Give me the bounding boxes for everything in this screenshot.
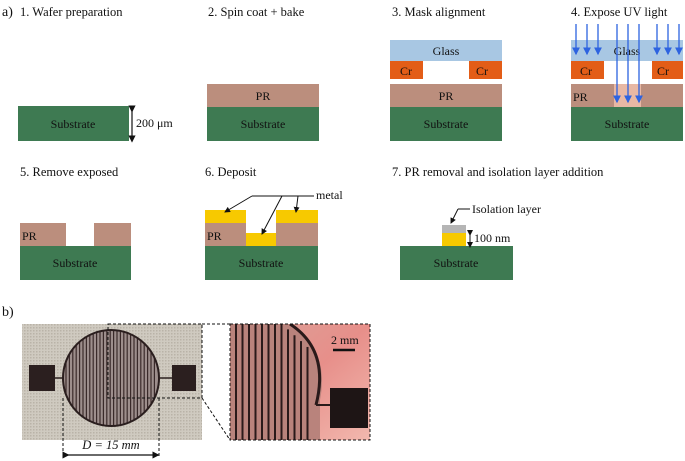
step-1-title: 1. Wafer preparation bbox=[20, 5, 123, 19]
substrate-label: Substrate bbox=[605, 117, 650, 131]
step-1: 1. Wafer preparation Substrate 200 μm bbox=[18, 5, 173, 143]
step-5: 5. Remove exposed PR Substrate bbox=[20, 165, 131, 280]
step-6-title: 6. Deposit bbox=[205, 165, 257, 179]
substrate-label: Substrate bbox=[241, 117, 286, 131]
cr-mask-left bbox=[390, 61, 423, 79]
pr-label: PR bbox=[207, 229, 222, 243]
cr-label-left: Cr bbox=[580, 64, 592, 78]
pr-layer bbox=[390, 84, 502, 107]
substrate-layer bbox=[400, 246, 513, 280]
cr-label-right: Cr bbox=[657, 64, 669, 78]
glass-label: Glass bbox=[614, 44, 641, 58]
metal-pointer-right bbox=[293, 195, 300, 213]
cr-label-right: Cr bbox=[476, 64, 488, 78]
metal-label: metal bbox=[316, 188, 343, 202]
cr-mask-right bbox=[652, 61, 683, 79]
panel-a-label: a) bbox=[2, 5, 13, 20]
zoom-connector-bottom bbox=[201, 397, 231, 441]
zoomed-photo: 2 mm bbox=[230, 324, 370, 440]
metal-layer-right bbox=[276, 210, 318, 223]
step-6: 6. Deposit PR Substrate metal bbox=[205, 165, 343, 280]
contact-pad-left bbox=[29, 365, 55, 391]
pr-label: PR bbox=[256, 89, 271, 103]
step-7: 7. PR removal and isolation layer additi… bbox=[392, 165, 604, 280]
scale-bar-label: 2 mm bbox=[331, 333, 359, 347]
substrate-layer bbox=[205, 246, 318, 280]
diameter-label: D = 15 mm bbox=[81, 438, 139, 452]
metal-electrode bbox=[442, 233, 466, 246]
metal-layer-left bbox=[205, 210, 246, 223]
step-7-title: 7. PR removal and isolation layer additi… bbox=[392, 165, 604, 179]
step-3-title: 3. Mask alignment bbox=[392, 5, 486, 19]
thickness-label: 100 nm bbox=[474, 231, 511, 245]
zoom-electrode-ring bbox=[289, 324, 322, 406]
thickness-label: 200 μm bbox=[136, 116, 173, 130]
cr-mask-left bbox=[571, 61, 604, 79]
pr-layer-right bbox=[276, 223, 318, 246]
substrate-layer bbox=[207, 107, 319, 141]
zoom-frame bbox=[229, 323, 371, 441]
uv-arrows bbox=[572, 24, 683, 104]
contact-pad-right bbox=[172, 365, 196, 391]
substrate-label: Substrate bbox=[424, 117, 469, 131]
substrate-label: Substrate bbox=[53, 256, 98, 270]
step-2: 2. Spin coat + bake PR Substrate bbox=[207, 5, 319, 141]
glass-layer bbox=[390, 40, 502, 61]
pr-layer bbox=[207, 84, 319, 107]
substrate-layer bbox=[20, 246, 131, 280]
isolation-layer bbox=[442, 225, 466, 233]
pr-label: PR bbox=[439, 89, 454, 103]
metal-pointer-left bbox=[224, 195, 253, 213]
zoom-contact-pad bbox=[330, 388, 368, 428]
pr-layer-right bbox=[94, 223, 131, 246]
step-4-title: 4. Expose UV light bbox=[571, 5, 668, 19]
isolation-label: Isolation layer bbox=[472, 202, 541, 216]
zoom-region-box bbox=[107, 323, 203, 399]
substrate-label: Substrate bbox=[434, 256, 479, 270]
glass-label: Glass bbox=[433, 44, 460, 58]
glass-layer bbox=[571, 40, 683, 61]
substrate-layer bbox=[571, 107, 683, 141]
isolation-pointer bbox=[450, 208, 459, 224]
cr-label-left: Cr bbox=[400, 64, 412, 78]
pr-layer-left bbox=[205, 223, 246, 246]
metal-pointer-trench bbox=[261, 195, 283, 235]
pr-label: PR bbox=[22, 229, 37, 243]
cr-mask-right bbox=[469, 61, 502, 79]
step-4: 4. Expose UV light Glass Cr Cr PR Substr… bbox=[571, 5, 683, 141]
substrate-label: Substrate bbox=[239, 256, 284, 270]
pr-layer-left bbox=[20, 223, 66, 246]
step-2-title: 2. Spin coat + bake bbox=[208, 5, 305, 19]
panel-b-label: b) bbox=[2, 305, 14, 320]
substrate-layer bbox=[18, 106, 129, 141]
step-3: 3. Mask alignment Glass Cr Cr PR Substra… bbox=[390, 5, 502, 141]
pr-label: PR bbox=[573, 90, 588, 104]
substrate-label: Substrate bbox=[51, 117, 96, 131]
substrate-layer bbox=[390, 107, 502, 141]
step-5-title: 5. Remove exposed bbox=[20, 165, 119, 179]
sensor-photo bbox=[22, 323, 203, 440]
metal-layer-trench bbox=[246, 233, 276, 246]
